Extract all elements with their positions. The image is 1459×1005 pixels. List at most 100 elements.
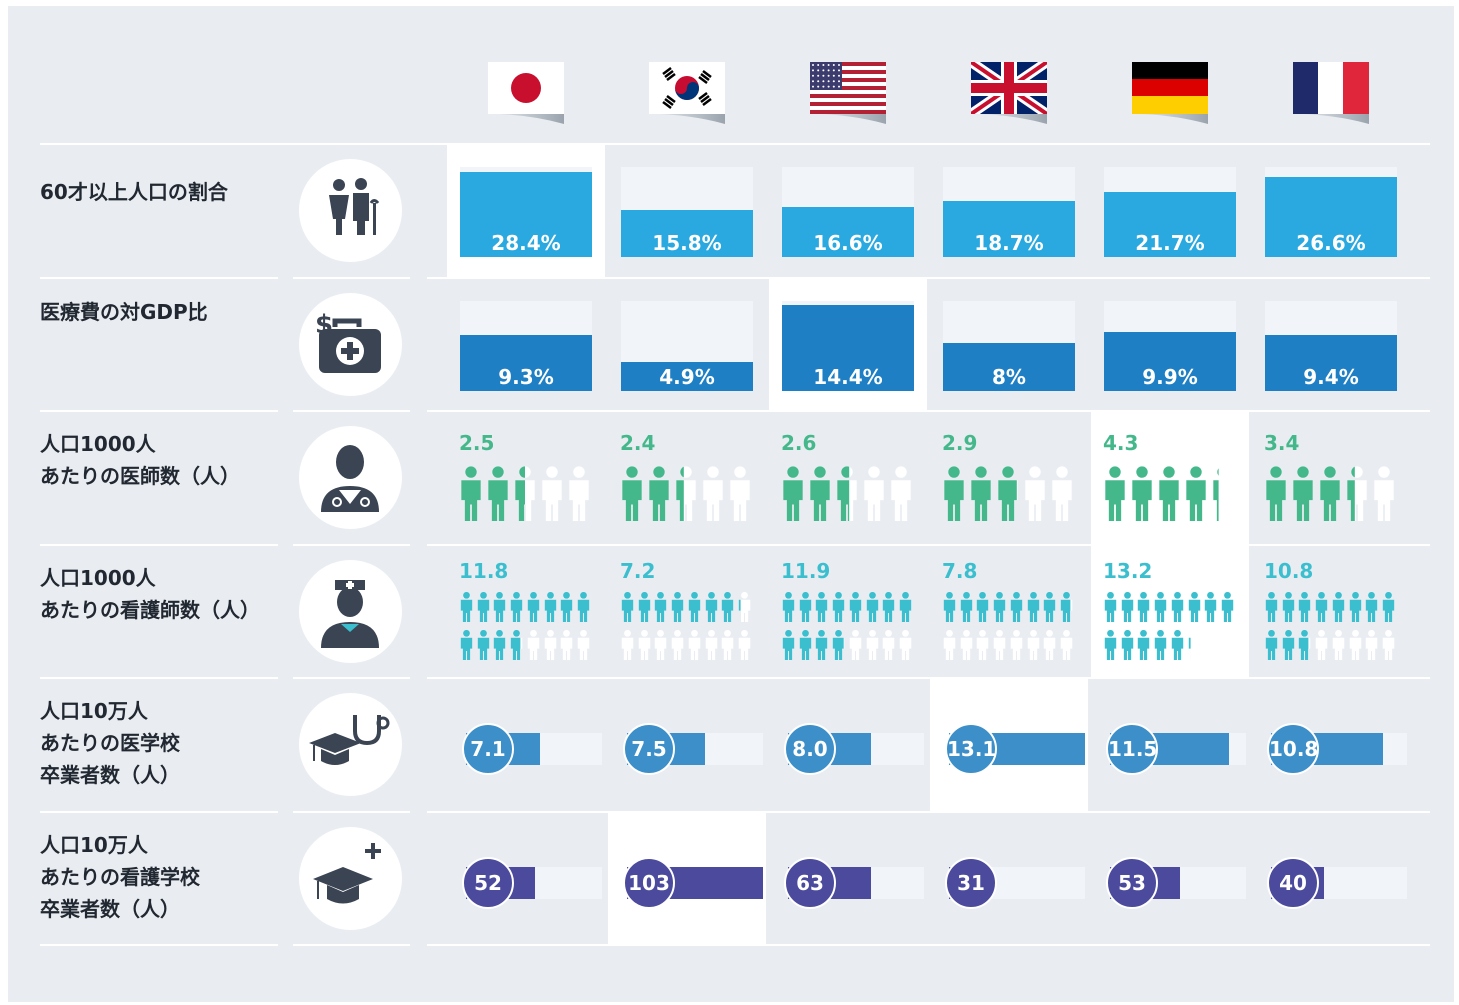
person-icon [976, 629, 989, 664]
usa-flag [810, 62, 886, 114]
person-icon [1332, 629, 1345, 664]
row-label: 60才以上人口の割合 [40, 180, 228, 204]
person-icon [1104, 629, 1117, 664]
bar [621, 210, 753, 257]
person-icon [1382, 591, 1395, 626]
person-icon [1121, 591, 1134, 626]
person-icon [621, 591, 634, 626]
person-icon [621, 466, 643, 525]
person-icon [1185, 466, 1207, 525]
person-icon [675, 466, 697, 525]
person-icon [799, 591, 812, 626]
germany-flag [1132, 62, 1208, 114]
person-icon [1382, 629, 1395, 664]
person-icon [510, 591, 523, 626]
value-circle: 63 [784, 857, 836, 909]
person-icon [1319, 466, 1341, 525]
count-label: 11.9 [781, 559, 831, 583]
person-icon [1010, 591, 1023, 626]
person-icon [638, 591, 651, 626]
person-icon [721, 629, 734, 664]
person-icon [849, 591, 862, 626]
count-label: 7.8 [942, 559, 978, 583]
value-circle: 8.0 [784, 723, 836, 775]
value-circle: 13.1 [945, 723, 997, 775]
row-separator [40, 410, 278, 412]
icon-circle [299, 560, 402, 663]
person-icon [477, 591, 490, 626]
bar-track: 9.3% [460, 301, 592, 391]
bar [782, 207, 914, 257]
person-icon [460, 629, 473, 664]
row-separator [427, 277, 1430, 279]
person-icon [1265, 591, 1278, 626]
row-separator [293, 944, 410, 946]
person-icon [836, 466, 858, 525]
bar [782, 305, 914, 391]
person-icon [568, 466, 590, 525]
value-circle: 10.8 [1267, 723, 1319, 775]
person-icon [1265, 629, 1278, 664]
person-icon [621, 629, 634, 664]
value-circle: 40 [1267, 857, 1319, 909]
person-icon [738, 591, 751, 626]
person-icon [1204, 629, 1217, 664]
person-icon [527, 591, 540, 626]
person-icon [1365, 591, 1378, 626]
person-icon [738, 629, 751, 664]
person-icon [899, 629, 912, 664]
person-icon [654, 629, 667, 664]
person-icon [970, 466, 992, 525]
person-icon [1137, 629, 1150, 664]
person-icon [943, 466, 965, 525]
bar-value-label: 14.4% [813, 365, 883, 389]
person-icon [1349, 629, 1362, 664]
bar-track: 28.4% [460, 167, 592, 257]
person-icon [1010, 629, 1023, 664]
bar-track: 26.6% [1265, 167, 1397, 257]
person-icon [1154, 591, 1167, 626]
count-label: 2.6 [781, 431, 817, 455]
row-label: 人口10万人 あたりの看護学校 卒業者数（人） [40, 833, 200, 921]
person-icon [882, 629, 895, 664]
person-icon [1282, 591, 1295, 626]
row-separator [427, 944, 1430, 946]
person-icon [671, 629, 684, 664]
person-icon [1154, 629, 1167, 664]
person-icon [1373, 466, 1395, 525]
person-icon [1043, 591, 1056, 626]
person-icon [899, 591, 912, 626]
person-icon [993, 629, 1006, 664]
person-icon [1265, 466, 1287, 525]
person-icon [560, 629, 573, 664]
person-icon [832, 591, 845, 626]
icon-circle: $ [299, 293, 402, 396]
person-icon [1027, 629, 1040, 664]
person-icon [1137, 591, 1150, 626]
count-label: 4.3 [1103, 431, 1139, 455]
person-icon [960, 591, 973, 626]
row-separator [40, 544, 278, 546]
person-icon [544, 591, 557, 626]
person-icon [890, 466, 912, 525]
person-icon [1171, 629, 1184, 664]
icon-circle [299, 426, 402, 529]
person-icon [577, 591, 590, 626]
person-icon [1346, 466, 1368, 525]
korea-flag [649, 62, 725, 114]
person-icon [560, 591, 573, 626]
person-icon [493, 591, 506, 626]
person-icon [493, 629, 506, 664]
person-icon [943, 629, 956, 664]
person-icon [1104, 466, 1126, 525]
person-icon [638, 629, 651, 664]
row-label: 人口1000人 あたりの医師数（人） [40, 432, 240, 488]
person-icon [460, 466, 482, 525]
bar-track: 15.8% [621, 167, 753, 257]
person-icon [721, 591, 734, 626]
value-circle: 7.1 [462, 723, 514, 775]
flag-shadow [810, 113, 886, 127]
person-icon [799, 629, 812, 664]
person-icon [1204, 591, 1217, 626]
person-icon [849, 629, 862, 664]
